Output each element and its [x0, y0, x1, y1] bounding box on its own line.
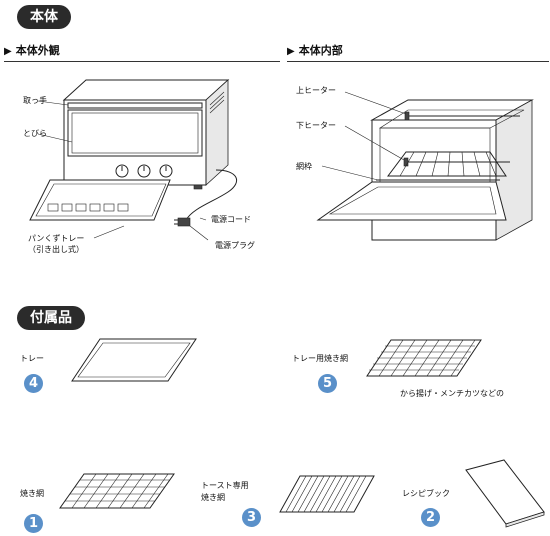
- tray-grill-note: から揚げ・メンチカツなどの: [400, 389, 504, 398]
- grill: [59, 473, 175, 509]
- oven-top: [62, 79, 230, 101]
- recipe-book-label: レシピブック: [402, 489, 450, 498]
- tray-grill-label: トレー用焼き網: [292, 354, 348, 363]
- oven-open-door: [316, 181, 507, 221]
- badge-number: 5: [318, 374, 337, 393]
- grill-label: 焼き網: [20, 489, 44, 498]
- oven-front: [63, 99, 207, 186]
- triangle-icon: ▶: [287, 46, 295, 57]
- oven-interior-illustration: [316, 91, 534, 241]
- power-plug-label: 電源プラグ: [215, 241, 255, 250]
- power-plug: [177, 217, 191, 227]
- crumb-tray: [29, 179, 171, 221]
- toast-grill: [279, 475, 375, 513]
- power-cord-label: 電源コード: [211, 215, 251, 224]
- recipe-book: [465, 459, 545, 525]
- lower-heater-label: 下ヒーター: [296, 121, 336, 130]
- oven-door-window: [71, 112, 199, 154]
- oven-door: [67, 109, 203, 157]
- rack-frame-label: 網枠: [296, 162, 312, 171]
- tray-label: トレー: [20, 354, 44, 363]
- toast-grill-label-line1: トースト専用: [201, 481, 249, 490]
- crumb-tray-label-line1: パンくずトレー: [28, 234, 85, 243]
- badge-number: 3: [242, 508, 261, 527]
- toast-grill-label-line2: 焼き網: [201, 493, 225, 502]
- tray-grill-illustration: [366, 339, 482, 377]
- crumb-tray-label-line2: （引き出し式）: [28, 245, 84, 254]
- upper-heater-label: 上ヒーター: [296, 86, 336, 95]
- recipe-book-illustration: [465, 459, 545, 528]
- oven-exterior-illustration: [29, 79, 238, 241]
- handle-label: 取っ手: [23, 96, 47, 105]
- oven-handle: [67, 102, 203, 109]
- section-title-accessories: 付属品: [17, 306, 85, 330]
- toast-grill-illustration: [279, 475, 375, 513]
- badge-number: 2: [421, 508, 440, 527]
- badge-number: 4: [24, 374, 43, 393]
- power-cord: [185, 169, 238, 221]
- interior-divider: [287, 61, 549, 62]
- section-title-main: 本体: [17, 5, 71, 29]
- grill-illustration: [59, 473, 175, 509]
- exterior-divider: [4, 61, 280, 62]
- tray: [71, 338, 197, 382]
- badge-number: 1: [24, 514, 43, 533]
- tray-illustration: [71, 338, 197, 382]
- door-label: とびら: [23, 129, 47, 138]
- interior-heading-text: 本体内部: [298, 44, 343, 57]
- exterior-heading-text: 本体外観: [15, 44, 60, 57]
- interior-heading: ▶本体内部: [287, 42, 343, 58]
- triangle-icon: ▶: [4, 46, 12, 57]
- exterior-heading: ▶本体外観: [4, 42, 60, 58]
